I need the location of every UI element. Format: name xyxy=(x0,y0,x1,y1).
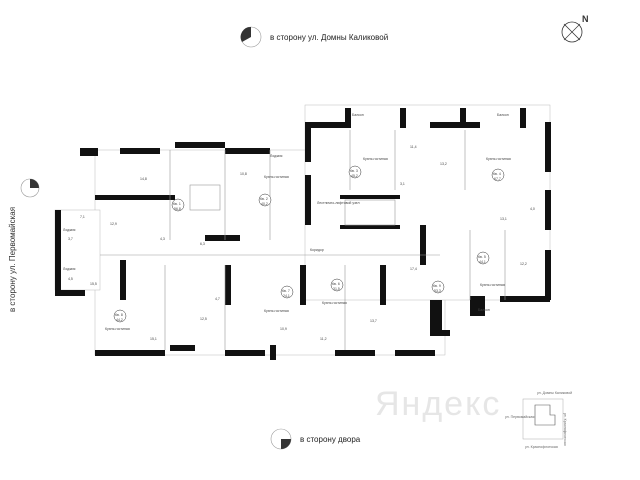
svg-text:Кв. 4: Кв. 4 xyxy=(493,172,501,176)
apartment-marker[interactable]: Кв. 156,8 xyxy=(171,198,185,212)
sun-orientation-icon xyxy=(240,26,262,48)
elevator-hall-label: Лестнично-лифтовой узел xyxy=(317,201,360,205)
svg-text:Кв. 8: Кв. 8 xyxy=(115,313,123,317)
svg-text:12,9: 12,9 xyxy=(110,222,117,226)
svg-text:Кв. 6: Кв. 6 xyxy=(332,282,340,286)
svg-text:45,2: 45,2 xyxy=(351,174,358,178)
location-minimap: ул. Домны Каликовой ул. Первомайская ул.… xyxy=(505,385,585,455)
svg-text:31,5: 31,5 xyxy=(333,287,340,291)
north-compass-icon xyxy=(561,21,583,43)
svg-text:40,2: 40,2 xyxy=(261,202,268,206)
watermark: Яндекс xyxy=(375,385,502,423)
room-area-labels: 14,8 12,9 10,8 11,4 13,2 12,5 10,9 13,7 … xyxy=(68,145,535,341)
svg-text:6,3: 6,3 xyxy=(200,242,205,246)
svg-text:53,3: 53,3 xyxy=(434,289,441,293)
svg-text:10,8: 10,8 xyxy=(240,172,247,176)
balcony-label: Балкон xyxy=(478,308,490,312)
svg-text:Кв. 5: Кв. 5 xyxy=(478,255,486,259)
svg-text:3,1: 3,1 xyxy=(400,182,405,186)
svg-text:7,1: 7,1 xyxy=(80,215,85,219)
loggia-label: Лоджия xyxy=(270,154,283,158)
svg-text:4,0: 4,0 xyxy=(530,207,535,211)
svg-text:24,1: 24,1 xyxy=(283,294,290,298)
apartment-marker[interactable]: Кв. 345,2 xyxy=(348,165,362,179)
balcony-label: Балкон xyxy=(497,113,509,117)
interior-lines xyxy=(100,130,506,350)
svg-text:10,9: 10,9 xyxy=(280,327,287,331)
svg-text:4,7: 4,7 xyxy=(215,297,220,301)
top-direction: в сторону ул. Домны Каликовой xyxy=(240,26,388,48)
svg-text:13,1: 13,1 xyxy=(500,217,507,221)
kitchen-living-label: Кухня-гостиная xyxy=(105,327,130,331)
bottom-direction-label: в сторону двора xyxy=(300,434,361,444)
svg-text:11,2: 11,2 xyxy=(320,337,327,341)
apartment-marker[interactable]: Кв. 724,1 xyxy=(280,285,294,299)
apartment-marker[interactable]: Кв. 240,2 xyxy=(258,193,272,207)
balcony-label: Балкон xyxy=(352,113,364,117)
svg-text:Кв. 3: Кв. 3 xyxy=(350,169,358,173)
walls xyxy=(55,108,551,360)
svg-text:13,7: 13,7 xyxy=(370,319,377,323)
apartment-marker[interactable]: Кв. 953,3 xyxy=(431,280,445,294)
svg-text:14,8: 14,8 xyxy=(140,177,147,181)
svg-text:Кв. 2: Кв. 2 xyxy=(260,197,268,201)
svg-text:56,8: 56,8 xyxy=(174,207,181,211)
svg-text:15,5: 15,5 xyxy=(90,282,97,286)
svg-text:67,7: 67,7 xyxy=(494,177,501,181)
svg-text:12,2: 12,2 xyxy=(520,262,527,266)
svg-text:17,4: 17,4 xyxy=(410,267,417,271)
north-label: N xyxy=(582,14,589,24)
svg-text:13,2: 13,2 xyxy=(440,162,447,166)
apartment-markers: Кв. 156,8 Кв. 240,2 Кв. 345,2 Кв. 467,7 … xyxy=(113,165,505,323)
loggia-label: Лоджия xyxy=(63,228,76,232)
kitchen-living-label: Кухня-гостиная xyxy=(363,157,388,161)
svg-text:4,3: 4,3 xyxy=(160,237,165,241)
apartment-marker[interactable]: Кв. 544,1 xyxy=(476,251,490,265)
svg-text:4,5: 4,5 xyxy=(68,277,73,281)
sun-orientation-icon xyxy=(20,178,40,198)
svg-text:3,7: 3,7 xyxy=(68,237,73,241)
minimap-street-bottom: ул. Краснофлотская xyxy=(525,445,558,449)
room-outlines xyxy=(54,104,551,356)
svg-text:Кв. 7: Кв. 7 xyxy=(282,289,290,293)
kitchen-living-label: Кухня-гостиная xyxy=(480,283,505,287)
svg-text:15,1: 15,1 xyxy=(150,337,157,341)
corridor-label: Коридор xyxy=(310,248,324,252)
sun-orientation-icon xyxy=(270,428,292,450)
minimap-outline xyxy=(522,398,564,440)
svg-text:Кв. 9: Кв. 9 xyxy=(433,284,441,288)
apartment-marker[interactable]: Кв. 631,5 xyxy=(330,278,344,292)
bottom-direction: в сторону двора xyxy=(270,428,360,450)
kitchen-living-label: Кухня-гостиная xyxy=(486,157,511,161)
svg-text:11,4: 11,4 xyxy=(410,145,417,149)
top-direction-label: в сторону ул. Домны Каликовой xyxy=(270,32,389,42)
minimap-street-left: ул. Первомайская xyxy=(505,415,535,419)
kitchen-living-label: Кухня-гостиная xyxy=(322,301,347,305)
svg-text:44,2: 44,2 xyxy=(116,318,123,322)
kitchen-living-label: Кухня-гостиная xyxy=(264,175,289,179)
loggia-label: Лоджия xyxy=(63,267,76,271)
svg-text:44,1: 44,1 xyxy=(479,260,486,264)
apartment-marker[interactable]: Кв. 844,2 xyxy=(113,309,127,323)
apartment-marker[interactable]: Кв. 467,7 xyxy=(491,168,505,182)
kitchen-living-label: Кухня-гостиная xyxy=(264,309,289,313)
svg-text:12,5: 12,5 xyxy=(200,317,207,321)
minimap-street-top: ул. Домны Каликовой xyxy=(537,391,573,395)
minimap-street-right: ул. Краснофлотская xyxy=(563,413,567,446)
svg-text:Кв. 1: Кв. 1 xyxy=(173,202,181,206)
